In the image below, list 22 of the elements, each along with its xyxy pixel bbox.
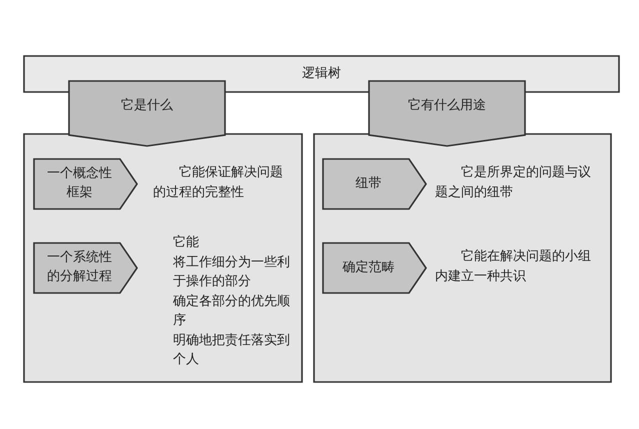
section-heading: 它有什么用途 — [407, 97, 487, 116]
chevron-label: 确定范畴 — [342, 258, 396, 277]
description-text: 明确地把责任落实到个人 — [173, 332, 291, 369]
chevron-label: 一个概念性框架 — [46, 165, 113, 202]
description-text: 它是所界定的问题与议题之间的纽带 — [435, 164, 592, 202]
chevron-shape — [322, 158, 427, 210]
content-panel — [23, 133, 303, 383]
diagram-heading: 逻辑树 — [301, 64, 342, 83]
description-text: 将工作细分为一些利于操作的部分 — [173, 254, 291, 291]
chevron-shape — [33, 158, 138, 210]
description-text: 它能在解决问题的小组内建立一种共识 — [435, 248, 592, 286]
section-heading: 它是什么 — [120, 97, 174, 116]
pentagon-label-shape — [68, 80, 226, 147]
pentagon-label-shape — [368, 80, 526, 147]
description-text: 它能保证解决问题的过程的完整性 — [153, 164, 284, 202]
chevron-shape — [322, 242, 427, 294]
description-text: 它能 — [173, 234, 200, 252]
chevron-label: 一个系统性的分解过程 — [46, 249, 113, 286]
chevron-shape — [33, 242, 138, 294]
content-panel — [313, 133, 612, 383]
description-text: 确定各部分的优先顺序 — [173, 292, 291, 330]
chevron-label: 纽带 — [354, 174, 382, 193]
